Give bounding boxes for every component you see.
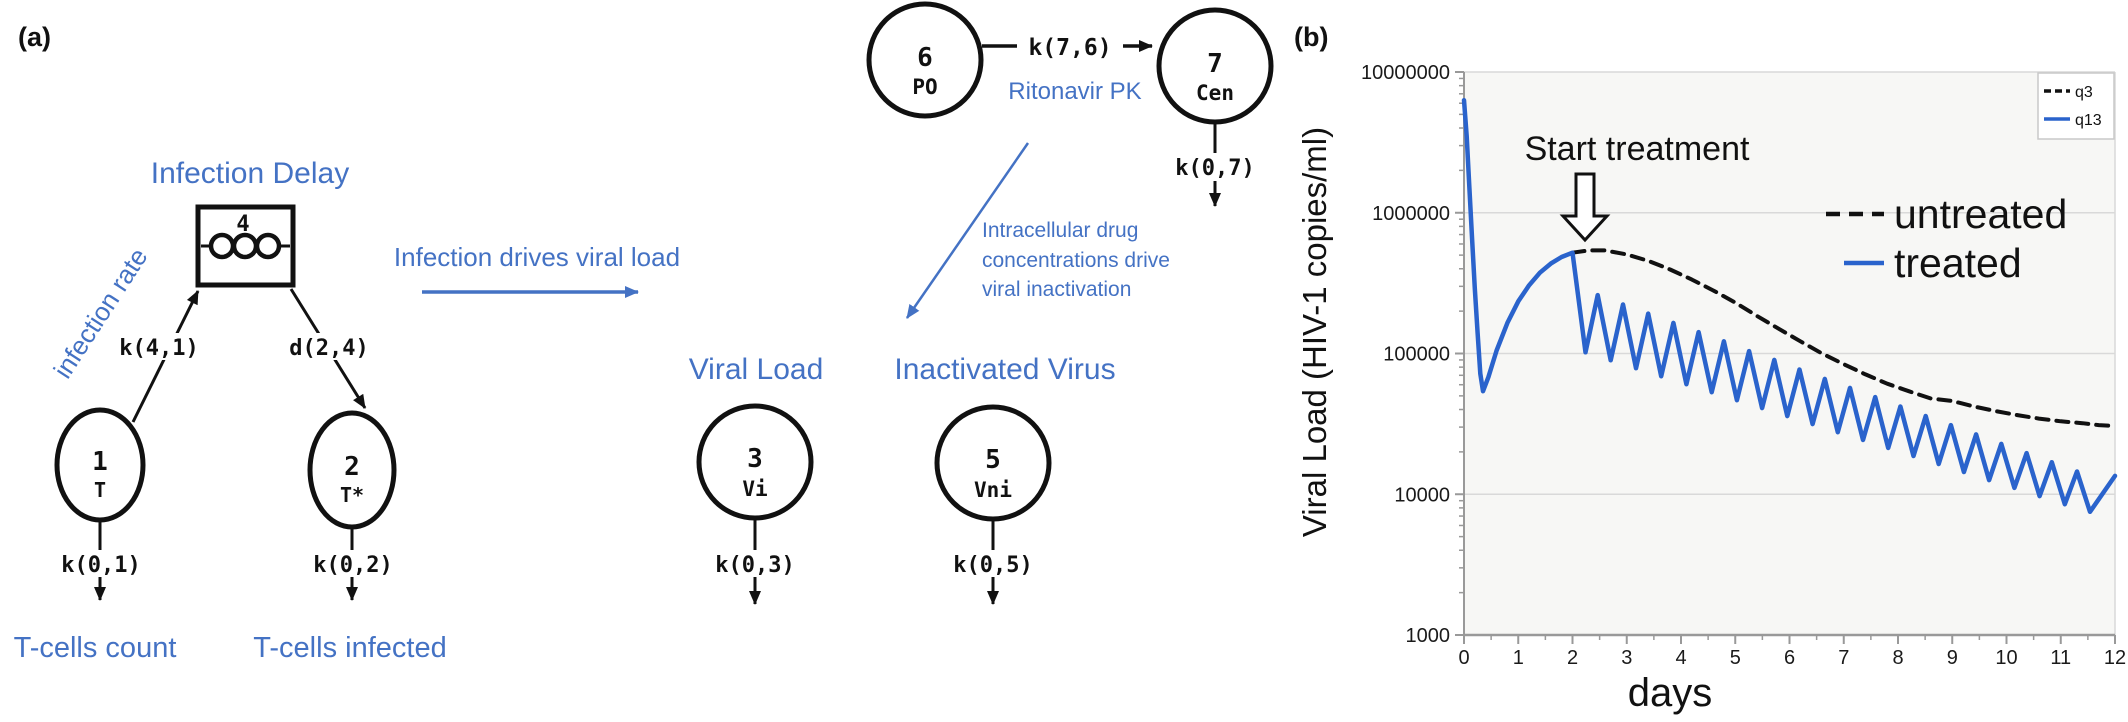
infection-drives-label: Infection drives viral load — [394, 242, 680, 272]
delay-box-node: 4 — [195, 204, 296, 288]
x-tick-label: 10 — [1995, 647, 2017, 669]
panel-a-label: (a) — [18, 22, 51, 52]
delay-bead-icon — [254, 232, 282, 260]
y-axis-title: Viral Load (HIV-1 copies/ml) — [1296, 127, 1333, 537]
x-tick-label: 9 — [1947, 647, 1958, 669]
node-2: 2 T* — [307, 410, 397, 530]
node-2-number: 2 — [344, 452, 360, 482]
node-7-sublabel: Cen — [1196, 81, 1234, 105]
rate-k07-label: k(0,7) — [1175, 156, 1254, 181]
label-backing — [310, 550, 396, 577]
y-tick-label: 1000000 — [1372, 203, 1450, 225]
rate-k41-label: k(4,1) — [119, 336, 198, 361]
rate-d24: d(2,4) — [286, 333, 373, 361]
label-backing — [1162, 153, 1268, 181]
rate-d24-label: d(2,4) — [289, 336, 368, 361]
node-6-number: 6 — [917, 43, 933, 73]
node-6: 6 PO — [866, 1, 984, 119]
series-q3 — [1570, 248, 2117, 429]
x-tick-label: 12 — [2104, 647, 2126, 669]
x-tick-label: 3 — [1621, 647, 1632, 669]
node-3-sublabel: Vi — [742, 477, 767, 501]
x-tick-label: 1 — [1513, 647, 1524, 669]
untreated-annotation: untreated — [1826, 191, 2067, 237]
rate-k05-label: k(0,5) — [953, 553, 1032, 578]
treated-label: treated — [1894, 240, 2022, 286]
x-tick-label: 6 — [1784, 647, 1795, 669]
panel-a-diagram: (a) Infection Delay Viral Load Inactivat… — [14, 1, 1274, 664]
node-3-number: 3 — [747, 444, 763, 474]
legend: q3 q13 — [2037, 72, 2115, 140]
node-5-number: 5 — [985, 445, 1001, 475]
delay-bead-icon — [208, 232, 236, 260]
label-backing — [712, 550, 798, 577]
y-tick-label: 10000 — [1394, 484, 1450, 506]
x-tick-label: 8 — [1892, 647, 1903, 669]
node-2-sublabel: T* — [340, 483, 364, 507]
node-7: 7 Cen — [1156, 7, 1274, 125]
x-tick-label: 11 — [2050, 647, 2071, 669]
rate-k03-label: k(0,3) — [715, 553, 794, 578]
start-treatment-arrow-icon — [1559, 172, 1611, 243]
rate-k41: k(4,1) — [116, 333, 203, 361]
node-1-number: 1 — [92, 447, 108, 477]
x-tick-label: 4 — [1675, 647, 1686, 669]
treated-annotation: treated — [1844, 240, 2022, 286]
x-tick-label: 0 — [1458, 647, 1469, 669]
panel-b-label: (b) — [1294, 22, 1328, 52]
untreated-label: untreated — [1894, 191, 2067, 237]
series-q13 — [1461, 97, 2118, 515]
node-1: 1 T — [54, 407, 146, 523]
x-tick-label: 7 — [1838, 647, 1849, 669]
y-tick-label: 1000 — [1406, 625, 1451, 647]
intracellular-line3: viral inactivation — [982, 278, 1131, 301]
title-viral-load: Viral Load — [689, 353, 824, 386]
node-5-sublabel: Vni — [974, 478, 1012, 502]
intracellular-line1: Intracellular drug — [982, 219, 1138, 242]
delay-bead-icon — [231, 232, 259, 260]
intracellular-line2: concentrations drive — [982, 249, 1170, 272]
start-treatment-label: Start treatment — [1525, 130, 1750, 168]
legend-q3-label: q3 — [2075, 84, 2093, 101]
y-tick-label: 100000 — [1383, 344, 1450, 366]
legend-q13-label: q13 — [2075, 112, 2102, 129]
node-1-sublabel: T — [94, 478, 106, 502]
x-tick-label: 5 — [1730, 647, 1741, 669]
arrow-drug-inactivation — [905, 142, 1030, 319]
rate-k02-label: k(0,2) — [313, 553, 392, 578]
rate-k76: k(7,6) — [982, 32, 1153, 61]
elimination-arrows: k(0,1) k(0,2) k(0,3) k(0,5) k(0,7) — [58, 123, 1268, 605]
label-backing — [58, 550, 144, 577]
legend-box — [2037, 72, 2115, 140]
label-backing — [950, 550, 1036, 577]
rate-k76-label: k(7,6) — [1028, 35, 1111, 61]
rate-k01-label: k(0,1) — [61, 553, 140, 578]
node-6-sublabel: PO — [912, 75, 937, 99]
node-3: 3 Vi — [696, 403, 814, 521]
delay-box-number: 4 — [236, 212, 249, 237]
x-axis-title: days — [1628, 671, 1713, 715]
title-t-cells-infected: T-cells infected — [253, 632, 446, 664]
x-tick-label: 2 — [1567, 647, 1578, 669]
title-infection-delay: Infection Delay — [151, 157, 349, 190]
title-t-cells-count: T-cells count — [14, 632, 177, 664]
y-tick-label: 10000000 — [1361, 62, 1450, 84]
label-backing — [286, 333, 373, 360]
infection-rate-label: infection rate — [47, 243, 153, 384]
node-5: 5 Vni — [934, 404, 1052, 522]
title-inactivated-virus: Inactivated Virus — [894, 353, 1115, 386]
ritonavir-pk-label: Ritonavir PK — [1008, 78, 1141, 105]
label-backing — [116, 333, 203, 360]
label-backing — [1017, 32, 1123, 60]
intracellular-note: Intracellular drug concentrations drive … — [982, 219, 1170, 301]
node-7-number: 7 — [1207, 49, 1223, 79]
